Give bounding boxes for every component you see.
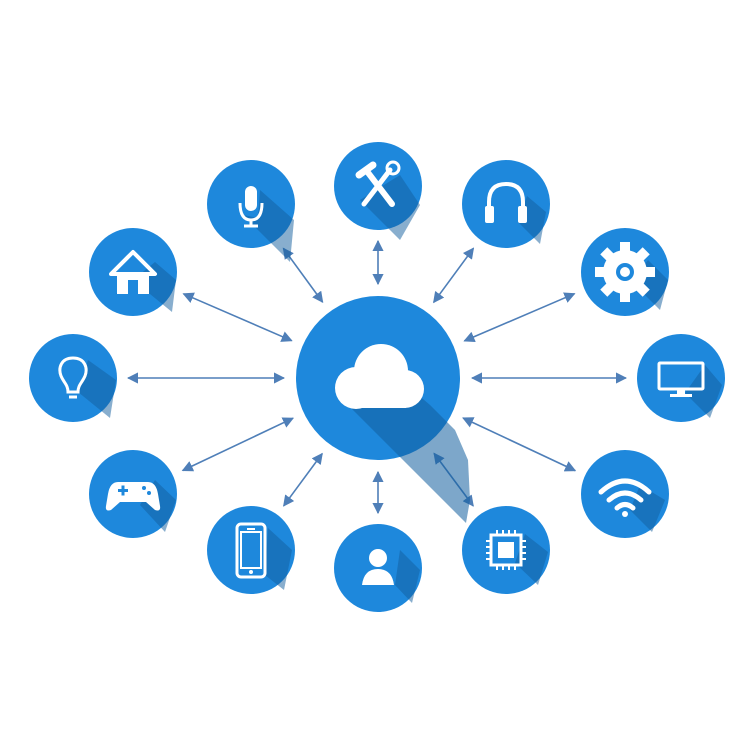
- node-wifi: [581, 450, 669, 538]
- headphones-icon: [485, 181, 546, 244]
- monitor-icon: [657, 361, 722, 418]
- node-headphones: [462, 160, 550, 248]
- node-user: [334, 524, 422, 612]
- chip-icon: [486, 530, 548, 585]
- connector-arrow-wifi: [462, 417, 577, 472]
- lightbulb-icon: [58, 356, 116, 418]
- gear-icon: [595, 242, 668, 310]
- node-monitor: [637, 334, 725, 422]
- home-icon: [109, 250, 176, 312]
- node-microphone: [207, 160, 295, 262]
- user-icon: [362, 549, 420, 603]
- connector-arrow-home: [182, 292, 293, 342]
- microphone-icon: [238, 186, 294, 262]
- hub-node-cloud: [296, 296, 470, 523]
- connector-arrow-headphones: [433, 247, 475, 304]
- connector-arrow-settings: [463, 292, 576, 343]
- connector-arrow-gamepad: [181, 417, 295, 472]
- smartphone-icon: [235, 522, 292, 590]
- gamepad-icon: [105, 480, 176, 532]
- node-gamepad: [89, 450, 177, 538]
- node-tools: [334, 142, 422, 240]
- cloud-icon: [335, 344, 470, 523]
- node-settings: [581, 228, 669, 316]
- node-smartphone: [207, 506, 295, 594]
- node-chip: [462, 506, 550, 594]
- node-lightbulb: [29, 334, 117, 422]
- tools-icon: [355, 160, 420, 240]
- wifi-icon: [598, 478, 665, 532]
- connector-arrow-smartphone: [283, 452, 323, 507]
- node-home: [89, 228, 177, 316]
